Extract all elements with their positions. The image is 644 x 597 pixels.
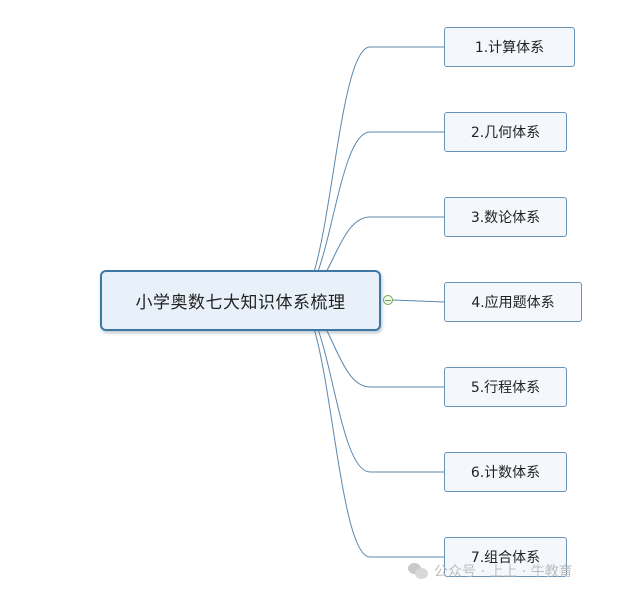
branch-node-6[interactable]: 6.计数体系 bbox=[444, 452, 567, 492]
wechat-icon bbox=[408, 562, 428, 580]
branch-label: 7.组合体系 bbox=[470, 550, 541, 566]
branch-label: 1.计算体系 bbox=[474, 40, 545, 56]
watermark-text: 公众号 · 上上 · 牛教育 bbox=[434, 564, 573, 580]
central-topic-label: 小学奥数七大知识体系梳理 bbox=[135, 293, 346, 313]
branch-node-7[interactable]: 7.组合体系 bbox=[444, 537, 567, 577]
connector-line-1 bbox=[295, 46, 444, 301]
branch-label: 2.几何体系 bbox=[470, 125, 541, 141]
branch-label: 5.行程体系 bbox=[470, 380, 541, 396]
branch-node-1[interactable]: 1.计算体系 bbox=[444, 27, 575, 67]
connector-line-7 bbox=[295, 299, 444, 558]
central-topic-node[interactable]: 小学奥数七大知识体系梳理 bbox=[100, 270, 381, 331]
branch-node-3[interactable]: 3.数论体系 bbox=[444, 197, 567, 237]
branch-label: 6.计数体系 bbox=[470, 465, 541, 481]
branch-node-5[interactable]: 5.行程体系 bbox=[444, 367, 567, 407]
branch-node-4[interactable]: 4.应用题体系 bbox=[444, 282, 582, 322]
connector-line-4 bbox=[392, 299, 445, 303]
collapse-toggle-icon[interactable] bbox=[383, 295, 393, 305]
branch-label: 4.应用题体系 bbox=[471, 295, 555, 311]
branch-node-2[interactable]: 2.几何体系 bbox=[444, 112, 567, 152]
branch-label: 3.数论体系 bbox=[470, 210, 541, 226]
watermark: 公众号 · 上上 · 牛教育 bbox=[408, 560, 573, 582]
